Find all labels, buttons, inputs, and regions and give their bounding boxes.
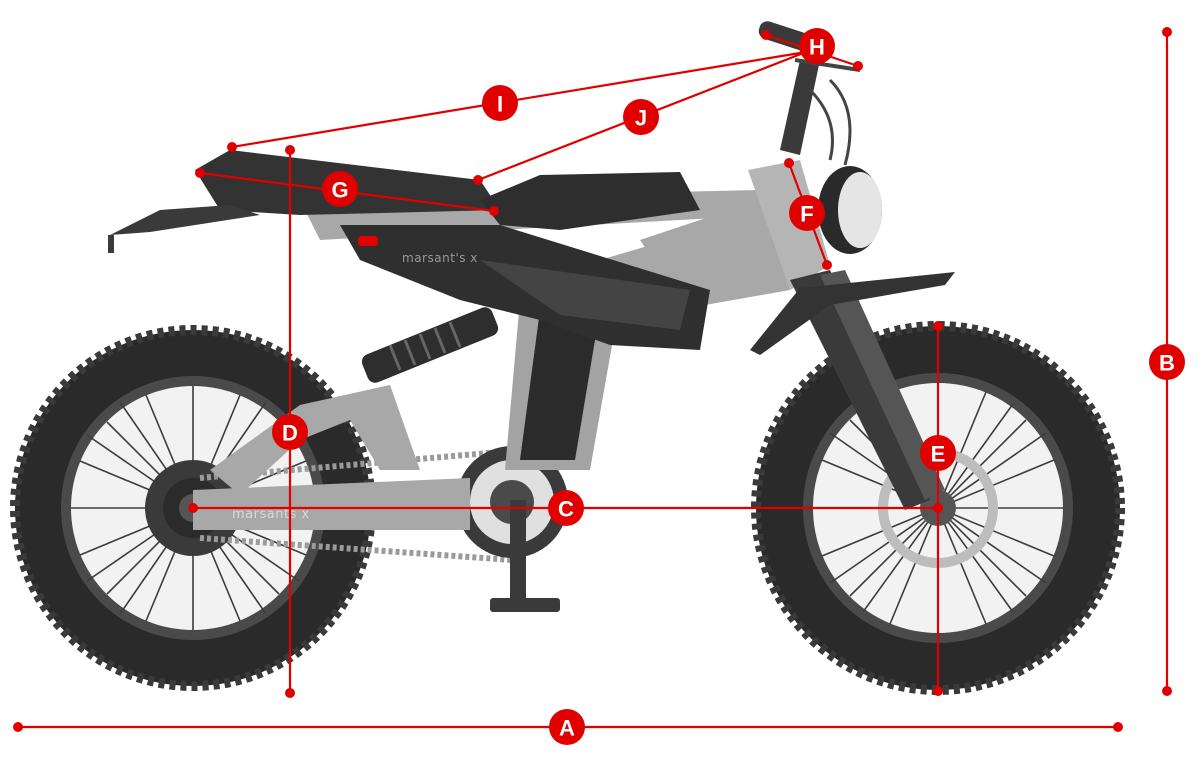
battery-pack <box>505 300 620 470</box>
marker-d: D <box>272 414 308 450</box>
marker-g: G <box>322 171 358 207</box>
marker-i: I <box>482 85 518 121</box>
headlight <box>818 166 882 254</box>
marker-a: A <box>549 709 585 745</box>
marker-f: F <box>789 195 825 231</box>
marker-j-label: J <box>635 106 647 131</box>
marker-f-label: F <box>800 202 813 227</box>
marker-b: B <box>1149 344 1185 380</box>
front-fork <box>790 270 945 510</box>
svg-text:marsants x: marsants x <box>232 507 310 522</box>
marker-e: E <box>920 435 956 471</box>
label-markers: A B C D E F G H <box>272 28 1185 745</box>
marker-c-label: C <box>558 497 574 522</box>
side-panel: marsant's x <box>340 225 710 350</box>
marker-h: H <box>799 28 835 64</box>
marker-e-label: E <box>931 442 946 467</box>
marker-h-label: H <box>809 35 825 60</box>
measurement-endpoints <box>13 27 1172 732</box>
marker-d-label: D <box>282 421 298 446</box>
marker-a-label: A <box>559 716 575 741</box>
crank-pedal <box>490 500 560 612</box>
dimension-line-i <box>231 50 807 149</box>
ebike-illustration: marsants x <box>10 21 1125 695</box>
marker-c: C <box>548 490 584 526</box>
marker-g-label: G <box>331 178 348 203</box>
marker-i-label: I <box>497 92 503 117</box>
marker-j: J <box>623 99 659 135</box>
head-tube <box>748 160 830 290</box>
front-fender <box>750 272 955 355</box>
rear-shock <box>361 307 499 383</box>
svg-text:marsant's x: marsant's x <box>402 251 478 265</box>
marker-b-label: B <box>1159 351 1175 376</box>
